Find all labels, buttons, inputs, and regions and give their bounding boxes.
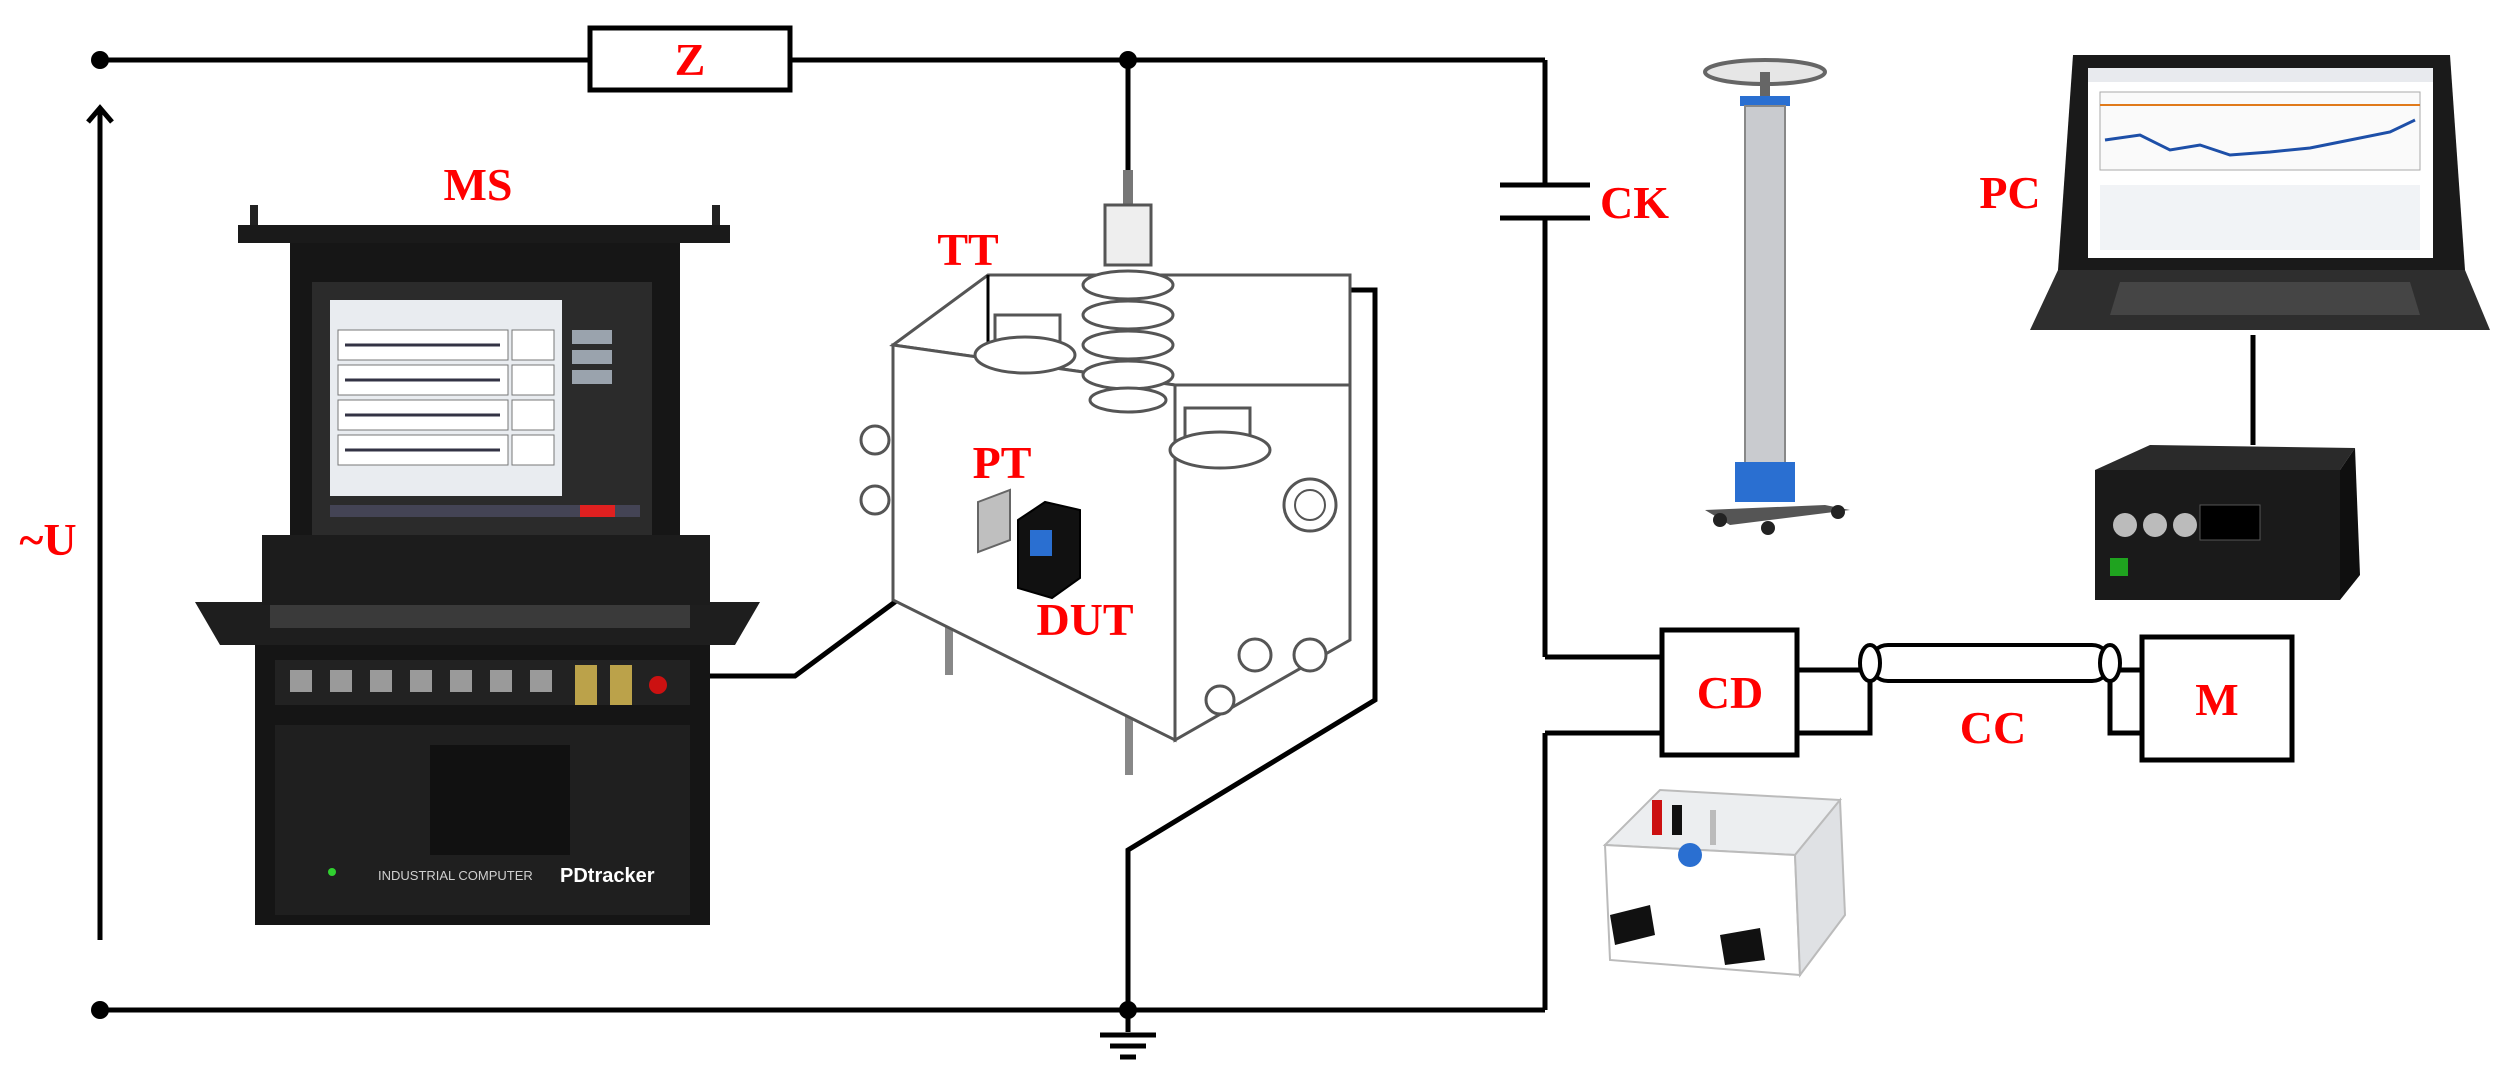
label-ck: CK [1600,177,1669,228]
ms-panel-brand: PDtracker [560,865,655,887]
label-m: M [2195,674,2238,725]
label-cd: CD [1697,667,1763,718]
circuit-wires [91,51,2256,1060]
ms-industrial-computer: INDUSTRIAL COMPUTER PDtracker [195,205,760,925]
acquisition-unit [2095,445,2360,600]
impedance-z-box [587,25,793,93]
label-u: ~U [19,514,76,565]
coupling-capacitor-symbol [1500,182,1590,221]
label-ms: MS [444,159,513,210]
ms-panel-subtitle: INDUSTRIAL COMPUTER [378,868,533,883]
label-tt: TT [937,224,998,275]
label-pc: PC [1979,167,2040,218]
label-cc: CC [1960,702,2026,753]
tt-test-transformer [859,170,1352,775]
label-pt: PT [973,437,1032,488]
measurement-box [2139,634,2295,763]
node-top-left [91,51,109,69]
coupling-device-box [1659,627,1800,758]
pc-laptop [2030,55,2490,330]
label-z: Z [675,34,706,85]
node-bottom-left [91,1001,109,1019]
cd-coupling-device-photo [1602,788,1847,978]
voltage-arrow [86,104,114,940]
pt-sensor [977,488,1011,554]
label-dut: DUT [1036,594,1133,645]
coaxial-cable [1858,643,2122,683]
ck-coupling-capacitor [1703,58,1850,535]
